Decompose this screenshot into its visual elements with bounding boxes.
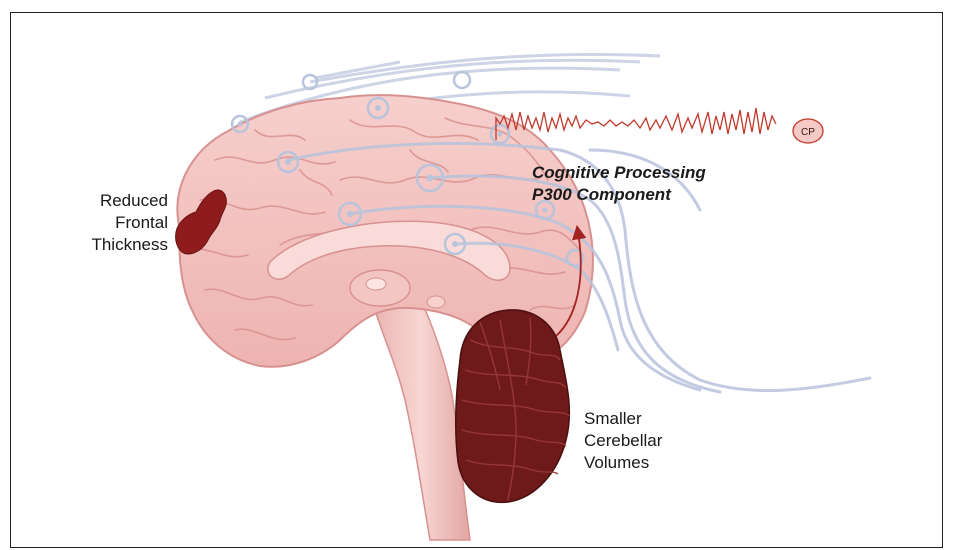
cp-badge-label: CP — [801, 127, 815, 138]
p300-component-label: P300 Component — [532, 184, 671, 205]
cerebellar-volumes-label: Smaller Cerebellar Volumes — [584, 408, 694, 474]
cerebellum — [456, 310, 570, 502]
frontal-thickness-label: Reduced Frontal Thickness — [60, 190, 168, 256]
electrode-ring-icon — [454, 72, 470, 88]
cp-badge-icon: CP — [793, 119, 823, 143]
eeg-trace — [496, 108, 776, 140]
pineal — [427, 296, 445, 308]
thalamus-inner — [366, 278, 386, 290]
cognitive-processing-title: Cognitive Processing — [532, 162, 706, 183]
